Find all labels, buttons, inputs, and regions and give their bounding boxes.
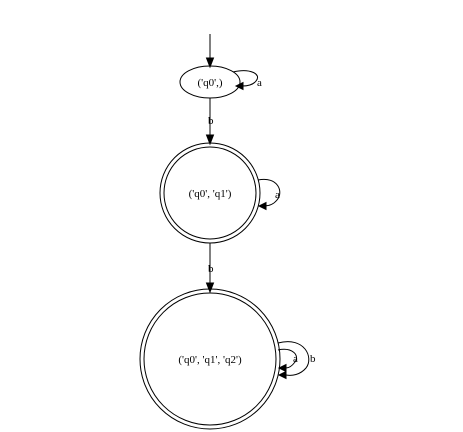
transition-s0-s0-a: a: [232, 70, 262, 91]
state-s2-label: ('q0', 'q1', 'q2'): [178, 354, 242, 366]
state-s2: ('q0', 'q1', 'q2'): [139, 288, 281, 430]
state-s1-label: ('q0', 'q1'): [189, 188, 232, 200]
transition-s2-s2-b: b: [277, 341, 316, 380]
transition-s2-s2-a-label: a: [293, 353, 298, 365]
transition-s0-s0-label: a: [257, 77, 262, 89]
transition-s1-s2-label: b: [208, 263, 214, 275]
transition-s1-s2-b: b: [205, 243, 215, 294]
transition-s1-s1-label: a: [275, 189, 280, 201]
transition-s2-s2-a: a: [277, 348, 298, 373]
state-s1: ('q0', 'q1'): [159, 142, 261, 244]
transition-s1-s1-a: a: [257, 178, 281, 211]
transition-s0-s1-label: b: [208, 115, 214, 127]
state-s0-label: ('q0',): [197, 77, 222, 89]
state-s0: ('q0',): [179, 65, 241, 99]
transition-s0-s1-b: b: [205, 98, 215, 146]
start-arrow: [205, 34, 215, 69]
transition-s2-s2-b-label: b: [310, 353, 316, 365]
